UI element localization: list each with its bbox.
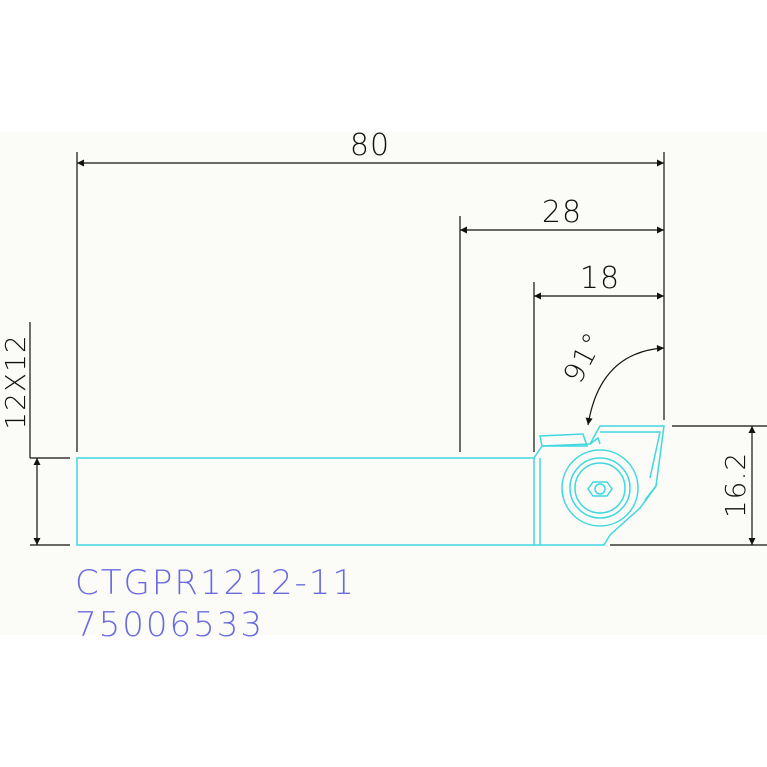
dimension-16-2: 16.2 xyxy=(719,426,756,545)
dim-angle-label: 91° xyxy=(557,327,611,389)
dim-80-label: 80 xyxy=(350,128,390,163)
dim-12x12-label: 12X12 xyxy=(0,334,32,429)
dimension-28: 28 xyxy=(460,195,664,234)
clamp-screw-mid xyxy=(569,457,631,519)
dimension-12x12: 12X12 xyxy=(0,334,41,545)
dim-16-2-label: 16.2 xyxy=(719,452,752,518)
part-order-number: 75006533 xyxy=(75,605,264,645)
head xyxy=(533,425,665,546)
clamp-screw-inner xyxy=(574,462,626,514)
dim-28-label: 28 xyxy=(542,195,582,230)
clamp-seat xyxy=(589,436,601,445)
extension-lines xyxy=(29,152,767,546)
dimension-angle: 91° xyxy=(557,327,665,426)
part-designation: CTGPR1212-11 xyxy=(75,563,356,603)
hex-socket xyxy=(587,481,613,497)
dim-18-label: 18 xyxy=(580,261,620,296)
tool-holder-outline xyxy=(76,425,665,546)
insert xyxy=(539,433,589,447)
clamp-screw-outer xyxy=(561,449,639,527)
dimension-18: 18 xyxy=(534,261,664,300)
insert-edge xyxy=(600,431,661,479)
shank xyxy=(76,457,535,546)
dimension-80: 80 xyxy=(77,128,664,167)
